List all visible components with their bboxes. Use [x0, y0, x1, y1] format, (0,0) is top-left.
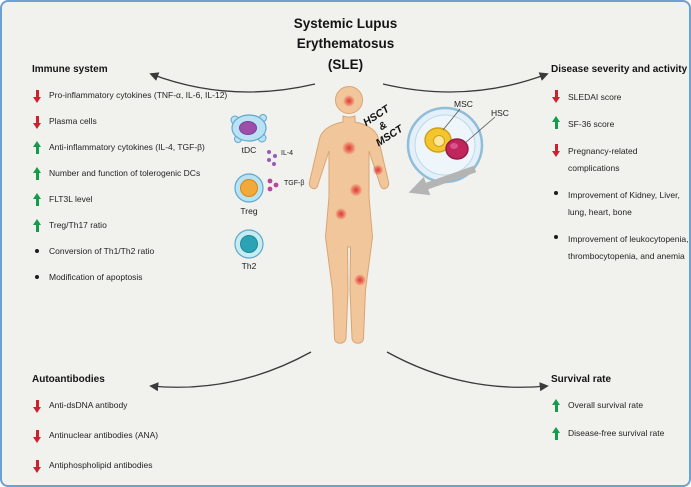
list-item: Conversion of Th1/Th2 ratio	[32, 245, 257, 259]
list-item: Anti-inflammatory cytokines (IL-4, TGF-β…	[32, 141, 257, 155]
th2-cell-label: Th2	[241, 261, 257, 271]
il4-label: IL-4	[281, 150, 294, 157]
list-item: Overall survival rate	[551, 399, 689, 413]
list-item: Pro-inflammatory cytokines (TNF-α, IL-6,…	[32, 89, 257, 103]
immune-system-list: Pro-inflammatory cytokines (TNF-α, IL-6,…	[32, 89, 257, 285]
item-marker-icon	[32, 459, 43, 473]
item-marker-icon	[32, 193, 43, 207]
title-line-3: (SLE)	[327, 56, 364, 72]
item-marker-icon	[551, 143, 562, 157]
item-marker-icon	[551, 231, 562, 245]
list-item: Anti-dsDNA antibody	[32, 399, 237, 413]
item-marker-icon	[32, 115, 43, 129]
item-marker-icon	[551, 89, 562, 103]
list-item: Disease-free survival rate	[551, 427, 689, 441]
survival-rate-list: Overall survival rate Disease-free survi…	[551, 399, 689, 441]
list-item: Antinuclear antibodies (ANA)	[32, 429, 237, 443]
list-item: SLEDAI score	[551, 89, 689, 106]
disease-severity-heading: Disease severity and activity	[551, 64, 688, 75]
tgfb-dots-icon	[267, 178, 279, 192]
connector-top-right	[382, 72, 549, 93]
item-marker-icon	[32, 399, 43, 413]
list-item-label: Improvement of leukocytopenia, thrombocy…	[568, 234, 689, 261]
list-item: Treg/Th17 ratio	[32, 219, 257, 233]
list-item: SF-36 score	[551, 116, 689, 133]
connector-top-left	[149, 72, 316, 93]
survival-rate-heading: Survival rate	[551, 374, 612, 385]
list-item-label: Conversion of Th1/Th2 ratio	[49, 246, 155, 256]
item-marker-icon	[32, 89, 43, 103]
list-item: Improvement of leukocytopenia, thrombocy…	[551, 231, 689, 265]
list-item: Plasma cells	[32, 115, 257, 129]
list-item-label: Pro-inflammatory cytokines (TNF-α, IL-6,…	[49, 90, 228, 100]
th2-cell-icon	[234, 229, 264, 259]
disease-severity-list: SLEDAI score SF-36 score Pregnancy-relat…	[551, 89, 689, 265]
lesion-spots	[335, 95, 384, 286]
item-marker-icon	[32, 429, 43, 443]
tdc-cell-label: tDC	[241, 145, 257, 155]
list-item-label: Treg/Th17 ratio	[49, 220, 107, 230]
tdc-cell-icon	[230, 114, 267, 143]
hsc-label: HSC	[491, 108, 509, 118]
list-item-label: SF-36 score	[568, 119, 615, 129]
list-item-label: Number and function of tolerogenic DCs	[49, 168, 201, 178]
section-immune-system: Immune system Pro-inflammatory cytokines…	[32, 64, 257, 297]
transplant-arrow	[408, 165, 477, 196]
connector-arrows	[149, 72, 549, 392]
diagram-title: Systemic Lupus Erythematosus (SLE)	[2, 14, 689, 75]
section-survival-rate: Survival rate Overall survival rate Dise…	[551, 374, 689, 455]
tgfb-label: TGF-β	[284, 180, 305, 187]
list-item: Number and function of tolerogenic DCs	[32, 167, 257, 181]
item-marker-icon	[32, 219, 43, 233]
treg-cell-label: Treg	[240, 206, 258, 216]
connector-bottom-left	[149, 351, 312, 392]
list-item-label: FLT3L level	[49, 194, 93, 204]
list-item-label: Antiphospholipid antibodies	[49, 460, 153, 470]
list-item-label: Plasma cells	[49, 116, 97, 126]
list-item: Pregnancy-related complications	[551, 143, 689, 177]
item-marker-icon	[551, 116, 562, 130]
treg-cell-icon	[234, 173, 264, 203]
item-marker-icon	[32, 271, 43, 285]
list-item-label: Anti-dsDNA antibody	[49, 400, 128, 410]
section-autoantibodies: Autoantibodies Anti-dsDNA antibody Antin…	[32, 374, 237, 485]
autoantibodies-list: Anti-dsDNA antibody Antinuclear antibodi…	[32, 399, 237, 473]
title-line-2: Erythematosus	[296, 36, 395, 52]
item-marker-icon	[551, 427, 562, 441]
hsc-cell-icon	[445, 138, 469, 160]
list-item: FLT3L level	[32, 193, 257, 207]
item-marker-icon	[32, 167, 43, 181]
list-item-label: Disease-free survival rate	[568, 428, 665, 438]
il4-dots-icon	[267, 150, 277, 166]
list-item-label: Improvement of Kidney, Liver, lung, hear…	[568, 190, 680, 217]
list-item-label: Overall survival rate	[568, 400, 644, 410]
list-item-label: SLEDAI score	[568, 92, 622, 102]
autoantibodies-heading: Autoantibodies	[32, 374, 105, 385]
list-item-label: Anti-inflammatory cytokines (IL-4, TGF-β…	[49, 142, 205, 152]
immune-system-heading: Immune system	[32, 64, 108, 75]
connector-bottom-right	[386, 351, 549, 392]
item-marker-icon	[551, 187, 562, 201]
culture-dish-icon	[406, 106, 496, 184]
list-item: Improvement of Kidney, Liver, lung, hear…	[551, 187, 689, 221]
msc-label: MSC	[454, 99, 473, 109]
list-item: Antiphospholipid antibodies	[32, 459, 237, 473]
human-figure	[308, 86, 390, 344]
list-item-label: Modification of apoptosis	[49, 272, 143, 282]
item-marker-icon	[551, 399, 562, 413]
list-item-label: Antinuclear antibodies (ANA)	[49, 430, 159, 440]
item-marker-icon	[32, 245, 43, 259]
item-marker-icon	[32, 141, 43, 155]
section-disease-severity: Disease severity and activity SLEDAI sco…	[551, 64, 689, 275]
title-line-1: Systemic Lupus	[293, 16, 398, 31]
list-item: Modification of apoptosis	[32, 271, 257, 285]
list-item-label: Pregnancy-related complications	[568, 146, 638, 173]
